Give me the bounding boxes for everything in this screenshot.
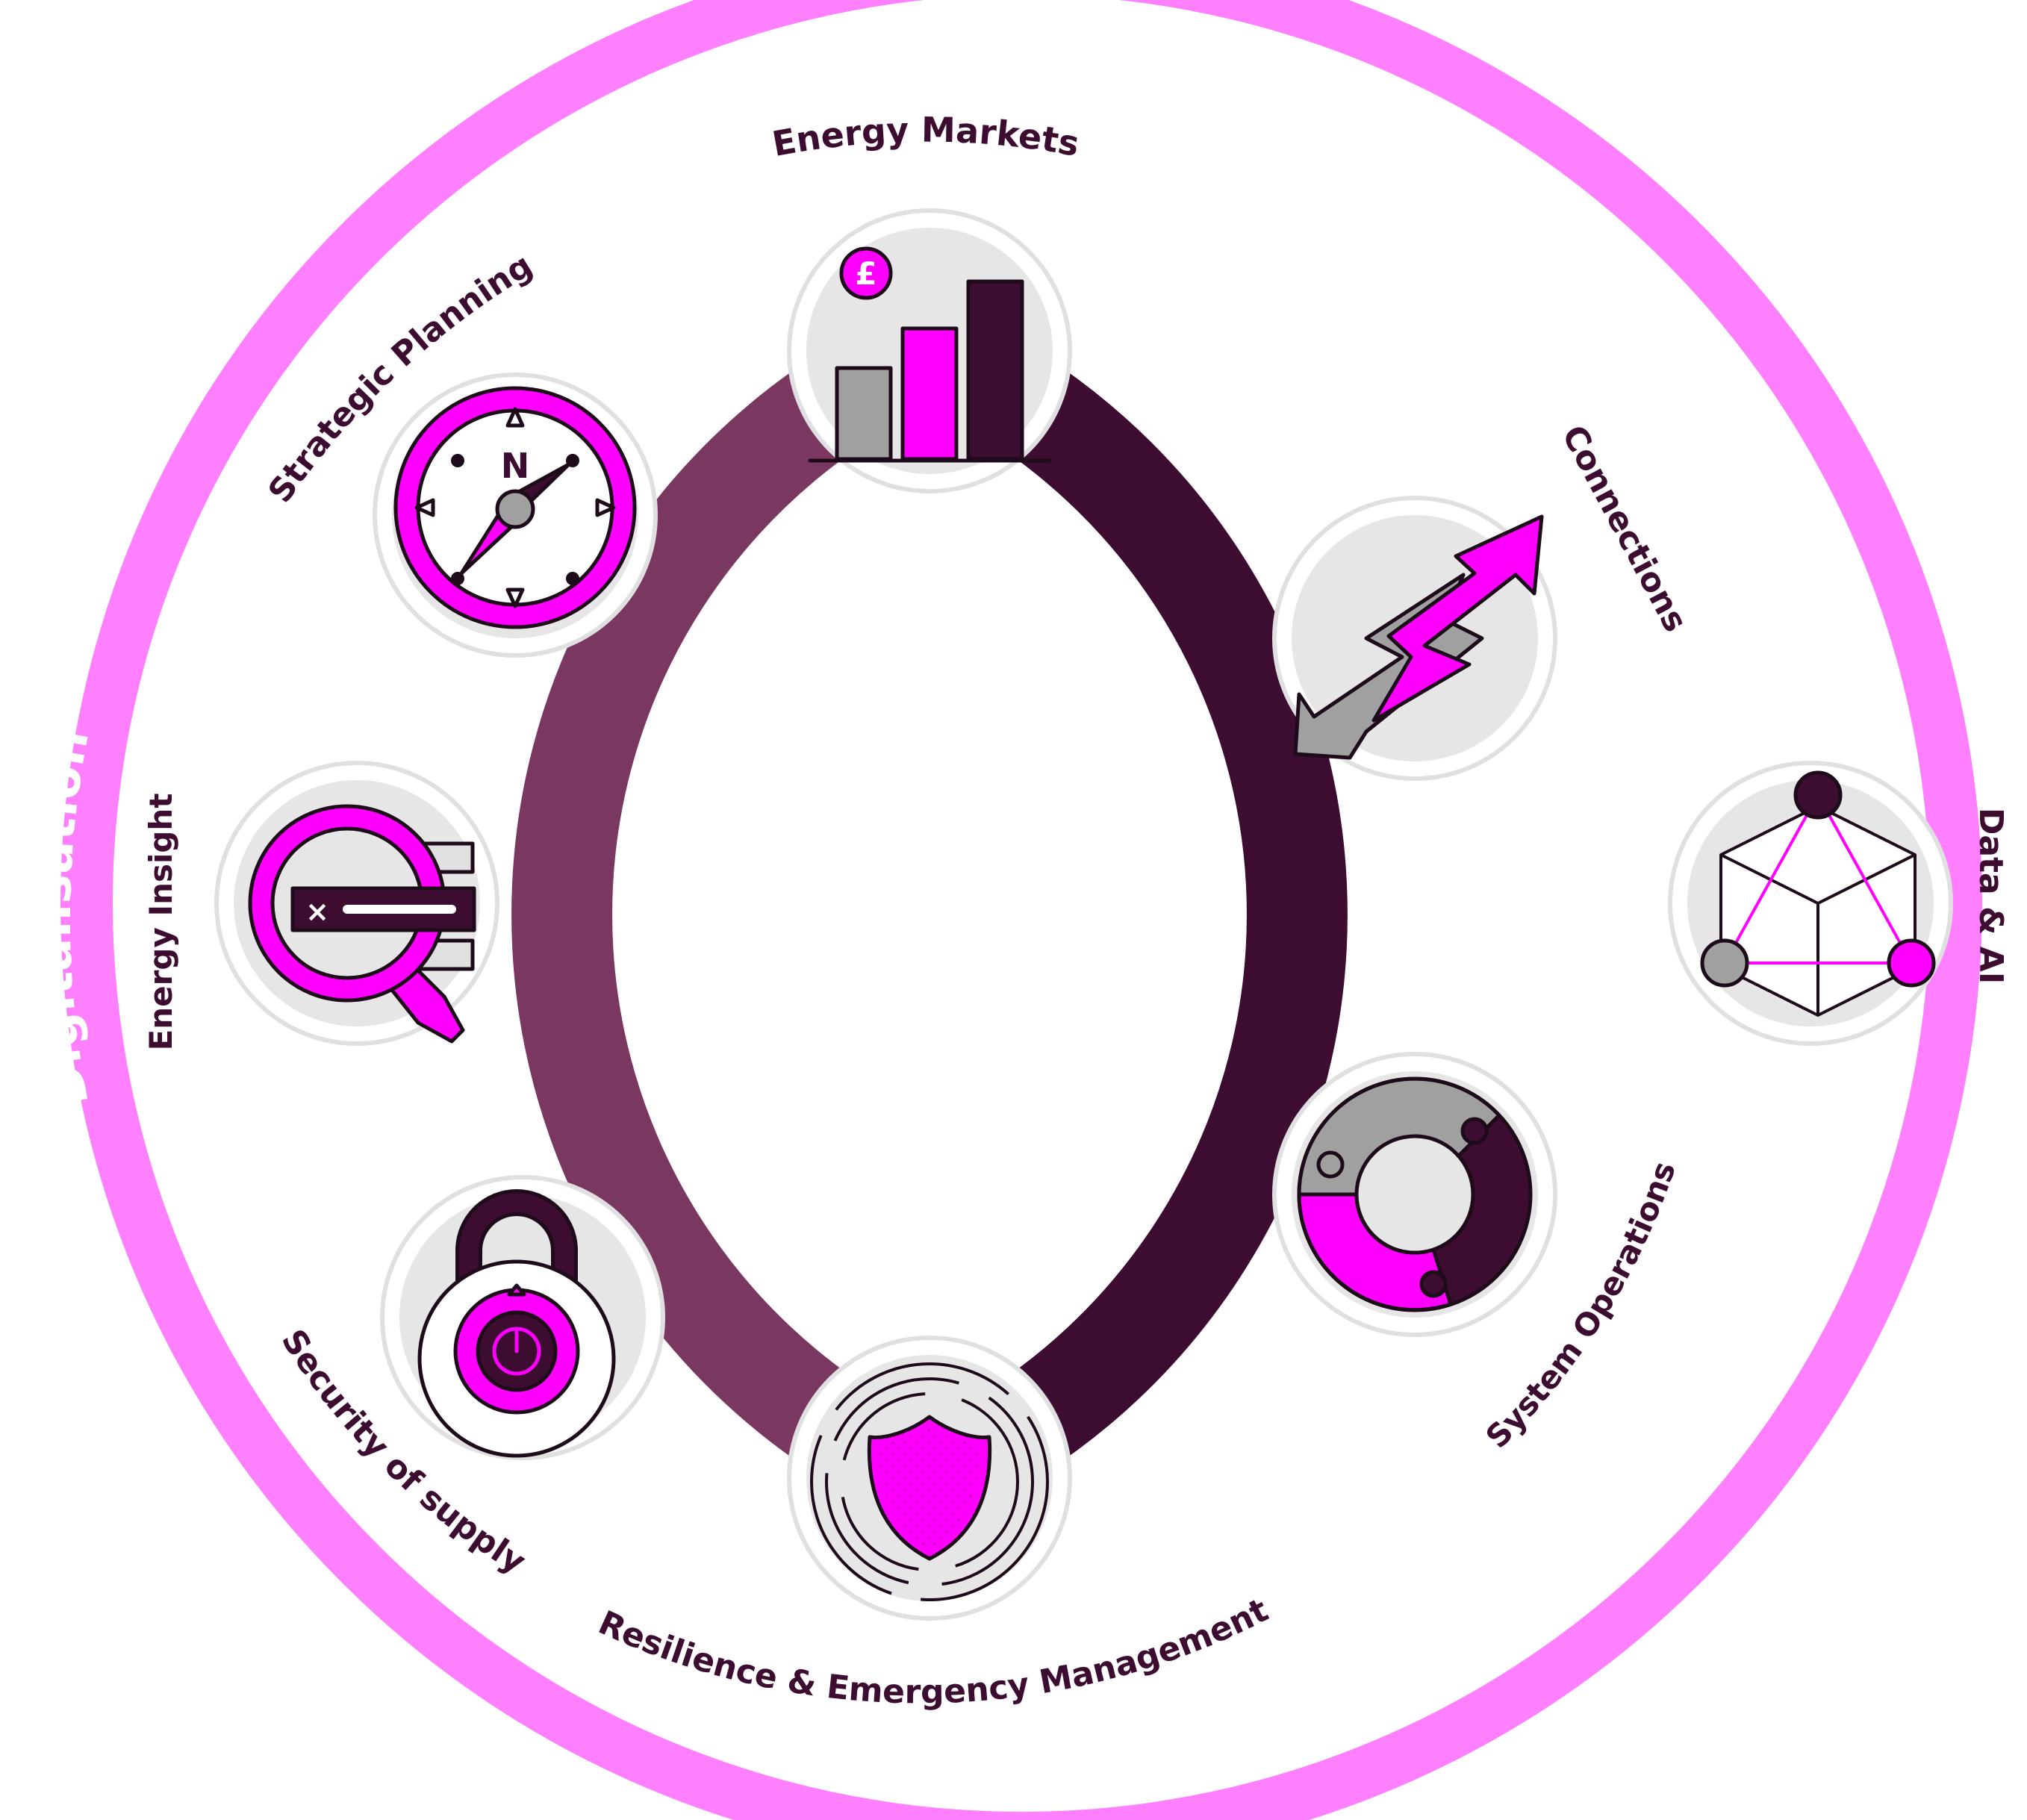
combination-padlock-icon bbox=[417, 1189, 616, 1458]
svg-text:N: N bbox=[501, 446, 530, 486]
connections-label: Connections bbox=[1554, 420, 1695, 638]
strategic-planning-node[interactable]: N bbox=[373, 373, 658, 658]
puzzle-ring-icon bbox=[1297, 1076, 1533, 1312]
bidirectional-lightning-arrow-icon bbox=[1293, 514, 1544, 760]
energy-markets-node[interactable]: £ bbox=[787, 208, 1072, 493]
svg-text:×: × bbox=[305, 895, 329, 928]
data-ai-label: Data & AI bbox=[1972, 808, 2010, 984]
bar-chart-pound-icon: £ bbox=[808, 246, 1051, 463]
compass-icon: N bbox=[393, 386, 637, 629]
connections-node[interactable] bbox=[1272, 496, 1557, 781]
energy-insight-label: Energy Insight bbox=[143, 794, 179, 1051]
planning-arc bbox=[511, 305, 950, 1524]
digitalisation-ring bbox=[60, 0, 1982, 1820]
cube-network-icon bbox=[1700, 770, 1936, 1017]
operations-arc bbox=[909, 305, 1348, 1524]
system-operations-node[interactable] bbox=[1272, 1052, 1557, 1337]
data-ai-node[interactable] bbox=[1668, 761, 1953, 1046]
resilience-node[interactable] bbox=[787, 1336, 1072, 1621]
shield-icon bbox=[810, 1362, 1049, 1601]
magnifier-list-icon: × bbox=[248, 804, 476, 1044]
planning-label: Planning bbox=[524, 744, 594, 1040]
operations-label: Operations bbox=[1274, 758, 1343, 1130]
energy-insight-node[interactable]: × bbox=[214, 761, 499, 1046]
security-of-supply-node[interactable] bbox=[380, 1175, 665, 1460]
svg-text:£: £ bbox=[855, 255, 877, 292]
energy-markets-label: Energy Markets bbox=[769, 110, 1082, 165]
